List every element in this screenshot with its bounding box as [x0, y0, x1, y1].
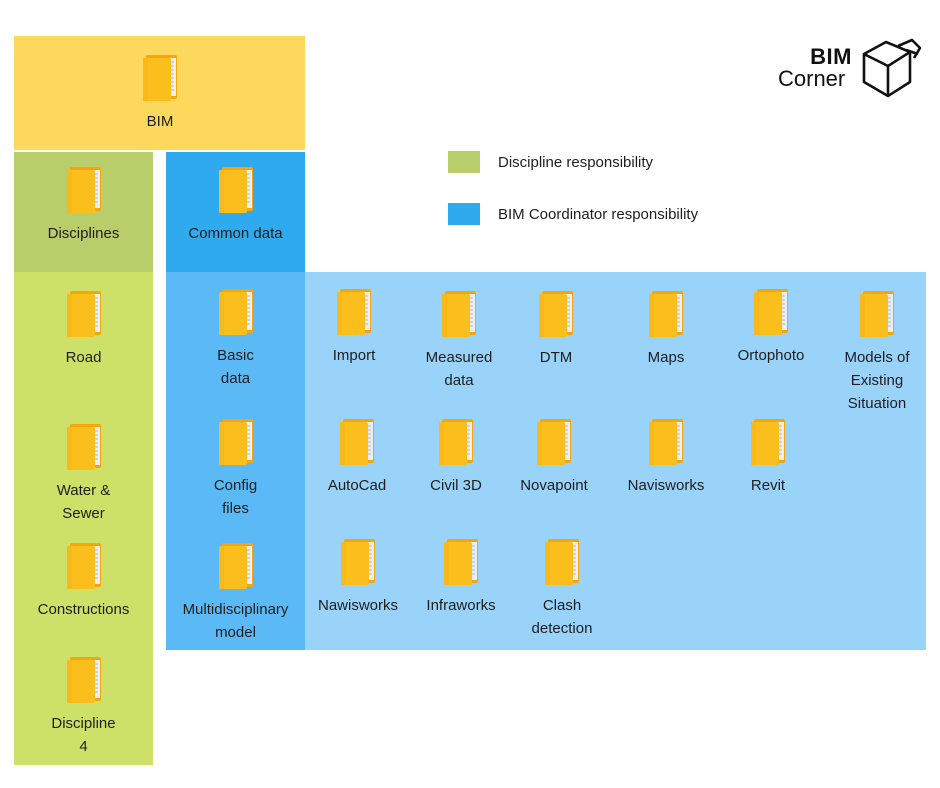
folder-icon	[339, 538, 377, 586]
folder-bim[interactable]: BIM	[110, 54, 210, 133]
folder-label: Disciplines	[47, 225, 120, 242]
folder-label: Civil 3D	[430, 477, 482, 494]
folder-label: Discipline 4	[51, 715, 116, 755]
folder-label: Config files	[213, 477, 258, 517]
folder-infraworks[interactable]: Infraworks	[414, 538, 508, 617]
folder-icon	[442, 538, 480, 586]
folder-label: Revit	[750, 477, 786, 494]
legend-swatch-discipline	[448, 151, 480, 173]
folder-constructions[interactable]: Constructions	[14, 542, 153, 621]
folder-icon	[335, 288, 373, 336]
legend-label: BIM Coordinator responsibility	[498, 205, 699, 223]
folder-discipline-4[interactable]: Discipline 4	[14, 656, 153, 758]
legend-discipline: Discipline responsibility	[448, 151, 653, 173]
folder-label: Import	[332, 347, 376, 364]
folder-icon	[338, 418, 376, 466]
folder-icon	[217, 418, 255, 466]
folder-nawisworks[interactable]: Nawisworks	[308, 538, 408, 617]
legend-label: Discipline responsibility	[498, 153, 654, 171]
folder-icon	[535, 418, 573, 466]
folder-icon	[437, 418, 475, 466]
folder-label: Common data	[188, 225, 283, 242]
folder-label: Novapoint	[520, 477, 588, 494]
folder-icon	[749, 418, 787, 466]
folder-icon	[440, 290, 478, 338]
folder-icon	[217, 288, 255, 336]
folder-icon	[65, 290, 103, 338]
folder-novapoint[interactable]: Novapoint	[508, 418, 600, 497]
folder-multidisciplinary-model[interactable]: Multidisciplinary model	[166, 542, 305, 644]
folder-label: Navisworks	[627, 477, 705, 494]
folder-label: Infraworks	[426, 597, 496, 614]
folder-icon	[65, 656, 103, 704]
subfolders-panel	[305, 272, 926, 650]
folder-import[interactable]: Import	[314, 288, 394, 367]
folder-icon	[537, 290, 575, 338]
folder-label: Models of Existing Situation	[844, 349, 910, 412]
folder-icon	[65, 542, 103, 590]
folder-icon	[543, 538, 581, 586]
folder-civil-3d[interactable]: Civil 3D	[414, 418, 498, 497]
folder-label: AutoCad	[327, 477, 387, 494]
folder-water-sewer[interactable]: Water & Sewer	[14, 423, 153, 525]
folder-common-data[interactable]: Common data	[166, 166, 305, 245]
folder-basic-data[interactable]: Basic data	[166, 288, 305, 390]
legend-coordinator: BIM Coordinator responsibility	[448, 203, 698, 225]
folder-label: Nawisworks	[317, 597, 398, 614]
folder-revit[interactable]: Revit	[728, 418, 808, 497]
folder-label: Multidisciplinary model	[182, 601, 289, 641]
folder-disciplines[interactable]: Disciplines	[14, 166, 153, 245]
folder-config-files[interactable]: Config files	[166, 418, 305, 520]
folder-label: Water & Sewer	[56, 482, 111, 522]
folder-clash-detection[interactable]: Clash detection	[520, 538, 604, 640]
folder-icon	[647, 290, 685, 338]
folder-dtm[interactable]: DTM	[516, 290, 596, 369]
folder-label: Constructions	[37, 601, 130, 618]
folder-label: Road	[65, 349, 102, 366]
folder-label: Ortophoto	[737, 347, 805, 364]
folder-icon	[752, 288, 790, 336]
folder-label: Clash detection	[531, 597, 593, 637]
logo-text-corner: Corner	[778, 66, 846, 91]
folder-maps[interactable]: Maps	[626, 290, 706, 369]
logo-text-bim: BIM	[810, 44, 852, 69]
folder-icon	[217, 542, 255, 590]
folder-icon	[141, 54, 179, 102]
cube-icon	[862, 38, 922, 98]
folder-models-existing-situation[interactable]: Models of Existing Situation	[830, 290, 924, 415]
folder-measured-data[interactable]: Measured data	[414, 290, 504, 392]
folder-icon	[858, 290, 896, 338]
folder-label: Measured data	[425, 349, 493, 389]
folder-label: BIM	[146, 113, 174, 130]
folder-icon	[647, 418, 685, 466]
folder-label: Maps	[647, 349, 685, 366]
folder-navisworks[interactable]: Navisworks	[616, 418, 716, 497]
folder-label: Basic data	[217, 347, 254, 387]
folder-label: DTM	[539, 349, 573, 366]
folder-icon	[65, 423, 103, 471]
folder-ortophoto[interactable]: Ortophoto	[726, 288, 816, 367]
folder-autocad[interactable]: AutoCad	[314, 418, 400, 497]
bim-corner-logo: BIM Corner	[778, 38, 924, 102]
folder-icon	[65, 166, 103, 214]
legend-swatch-coordinator	[448, 203, 480, 225]
folder-road[interactable]: Road	[14, 290, 153, 369]
folder-icon	[217, 166, 255, 214]
